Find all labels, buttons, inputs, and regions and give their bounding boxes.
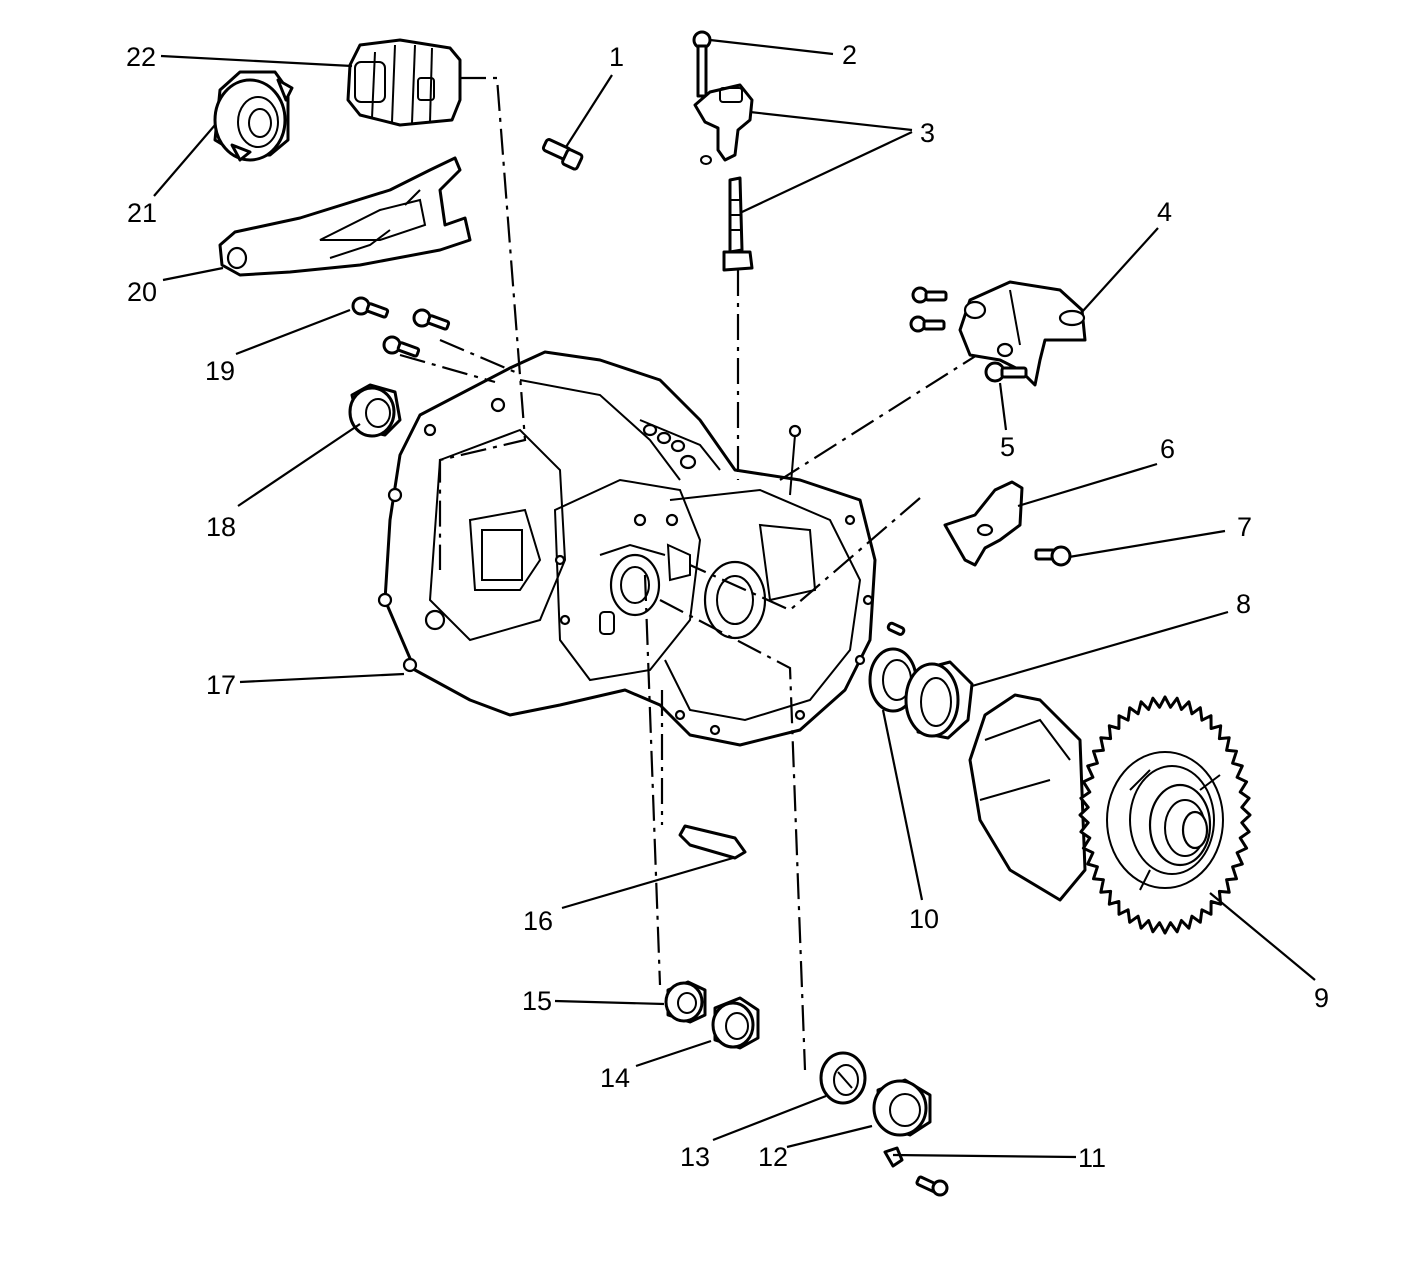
part-12-bearing bbox=[872, 1078, 932, 1137]
label-11: 11 bbox=[1078, 1143, 1106, 1173]
part-15-bushing bbox=[664, 980, 707, 1024]
label-10: 10 bbox=[909, 904, 939, 934]
part-7-bolt bbox=[1034, 545, 1072, 567]
label-3: 3 bbox=[920, 118, 935, 148]
label-8: 8 bbox=[1236, 589, 1251, 619]
callout-labels: 1 2 3 4 5 6 7 8 9 10 11 12 13 14 15 16 1… bbox=[126, 40, 1329, 1173]
label-4: 4 bbox=[1157, 197, 1172, 227]
part-2-bolt bbox=[692, 30, 712, 98]
clutch-housing bbox=[377, 350, 877, 747]
label-17: 17 bbox=[206, 670, 236, 700]
part-18-bushing bbox=[348, 383, 402, 438]
label-1: 1 bbox=[609, 42, 624, 72]
bolt-icon bbox=[351, 296, 390, 319]
label-2: 2 bbox=[842, 40, 857, 70]
bolt-icon bbox=[909, 315, 946, 333]
part-21-release-bearing bbox=[213, 70, 294, 162]
part-3-speed-sensor bbox=[693, 83, 754, 272]
label-20: 20 bbox=[127, 277, 157, 307]
part-14-bushing bbox=[711, 996, 760, 1050]
label-19: 19 bbox=[205, 356, 235, 386]
part-5-bolt bbox=[984, 361, 1028, 383]
part-20-release-fork bbox=[218, 156, 472, 277]
part-1-bolt bbox=[541, 138, 584, 171]
label-7: 7 bbox=[1237, 512, 1252, 542]
bolt-icon bbox=[911, 286, 948, 304]
part-9-differential bbox=[968, 693, 1252, 935]
part-22-boot bbox=[346, 38, 462, 127]
label-22: 22 bbox=[126, 42, 156, 72]
label-16: 16 bbox=[523, 906, 553, 936]
part-19-bolts bbox=[351, 296, 451, 358]
label-14: 14 bbox=[600, 1063, 630, 1093]
label-5: 5 bbox=[1000, 432, 1015, 462]
label-13: 13 bbox=[680, 1142, 710, 1172]
label-18: 18 bbox=[206, 512, 236, 542]
part-11-retainer bbox=[883, 1146, 949, 1197]
alignment-lines bbox=[399, 76, 986, 1071]
label-6: 6 bbox=[1160, 434, 1175, 464]
bolt-icon bbox=[382, 335, 421, 358]
gear-icon bbox=[1078, 695, 1252, 935]
part-6-clip bbox=[943, 480, 1024, 567]
part-13-seal bbox=[819, 1051, 867, 1105]
part-4-bracket bbox=[909, 280, 1087, 387]
label-15: 15 bbox=[522, 986, 552, 1016]
bolt-icon bbox=[412, 308, 451, 331]
part-16-magnet bbox=[678, 824, 747, 860]
label-9: 9 bbox=[1314, 983, 1329, 1013]
part-8-bearing-race bbox=[904, 660, 974, 740]
label-21: 21 bbox=[127, 198, 157, 228]
label-12: 12 bbox=[758, 1142, 788, 1172]
leader-lines bbox=[153, 38, 1316, 1159]
